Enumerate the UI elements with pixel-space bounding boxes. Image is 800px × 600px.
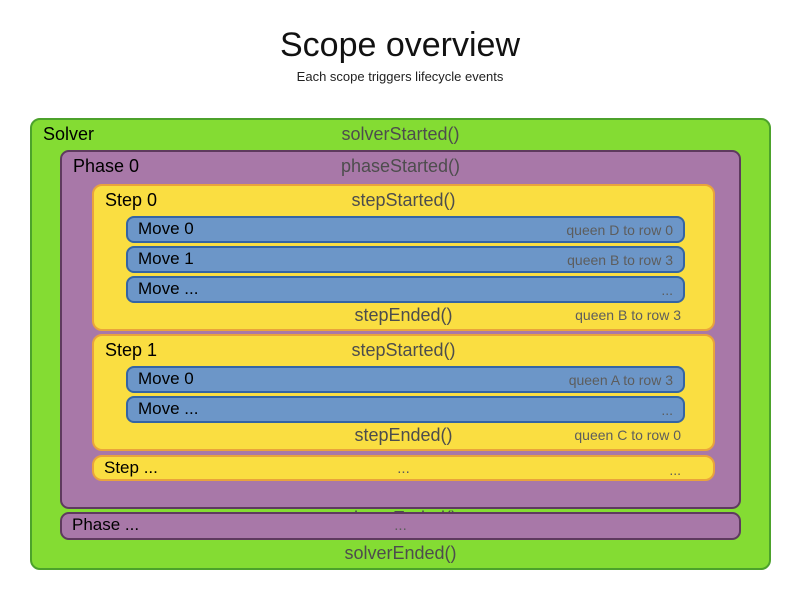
- move-detail: ...: [661, 402, 673, 418]
- move-row: Move 0 queen D to row 0: [126, 216, 685, 243]
- phase-more-label: Phase ...: [72, 515, 140, 534]
- step-more-ellipsis-center: ...: [397, 460, 410, 477]
- step-started-event: stepStarted(): [351, 340, 456, 360]
- solver-scope-box: Solver solverStarted() Phase 0 phaseStar…: [30, 118, 771, 570]
- step-more-ellipsis-right: ...: [669, 462, 681, 478]
- move-label: Move 0: [138, 369, 194, 388]
- move-label: Move ...: [138, 399, 199, 418]
- step-ended-detail: queen C to row 0: [574, 427, 681, 443]
- step-1-label: Step 1: [105, 340, 158, 360]
- move-row: Move ... ...: [126, 276, 685, 303]
- move-label: Move ...: [138, 279, 199, 298]
- solver-started-event: solverStarted(): [341, 124, 460, 144]
- phase-more-scope-box: Phase ... ...: [60, 512, 741, 540]
- step-ended-event: stepEnded(): [354, 425, 453, 445]
- page-subtitle: Each scope triggers lifecycle events: [296, 69, 504, 84]
- solver-label: Solver: [43, 124, 95, 144]
- page-title: Scope overview: [279, 26, 520, 64]
- solver-ended-event: solverEnded(): [344, 543, 457, 563]
- phase-0-label: Phase 0: [73, 156, 140, 176]
- move-detail: queen A to row 3: [568, 372, 673, 388]
- step-more-scope-box: Step ... ... ...: [92, 455, 715, 481]
- step-started-event: stepStarted(): [351, 190, 456, 210]
- move-row: Move 1 queen B to row 3: [126, 246, 685, 273]
- step-1-scope-box: Step 1 stepStarted() Move 0 queen A to r…: [92, 334, 715, 451]
- phase-started-event: phaseStarted(): [340, 156, 461, 176]
- phase-more-ellipsis-center: ...: [394, 517, 407, 534]
- move-label: Move 1: [138, 249, 194, 268]
- move-detail: queen D to row 0: [566, 222, 673, 238]
- move-label: Move 0: [138, 219, 194, 238]
- move-row: Move 0 queen A to row 3: [126, 366, 685, 393]
- step-more-label: Step ...: [104, 458, 158, 477]
- step-ended-detail: queen B to row 3: [575, 307, 681, 323]
- phase-0-scope-box: Phase 0 phaseStarted() Step 0 stepStarte…: [60, 150, 741, 528]
- step-0-label: Step 0: [105, 190, 158, 210]
- move-row: Move ... ...: [126, 396, 685, 423]
- move-detail: queen B to row 3: [567, 252, 673, 268]
- step-0-scope-box: Step 0 stepStarted() Move 0 queen D to r…: [92, 184, 715, 331]
- step-ended-event: stepEnded(): [354, 305, 453, 325]
- move-detail: ...: [661, 282, 673, 298]
